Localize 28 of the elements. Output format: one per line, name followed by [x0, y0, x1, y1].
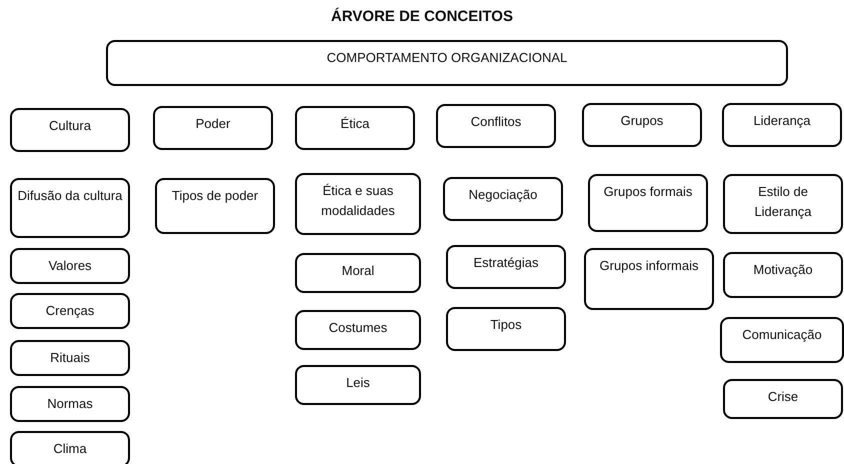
concept-box: Tipos: [446, 307, 566, 351]
concept-box: Estilo de Liderança: [723, 174, 843, 234]
concept-box: Crenças: [10, 293, 130, 329]
concept-box: Cultura: [10, 108, 130, 152]
concept-box: Comunicação: [720, 317, 844, 363]
concept-box: Estratégias: [446, 245, 566, 289]
concept-box: COMPORTAMENTO ORGANIZACIONAL: [106, 40, 788, 86]
concept-box: Clima: [10, 431, 130, 464]
concept-box: Poder: [153, 106, 273, 150]
concept-box: Negociação: [443, 177, 563, 221]
concept-box: Rituais: [10, 340, 130, 376]
concept-box: Grupos informais: [584, 248, 714, 310]
concept-box: Leis: [295, 365, 421, 405]
diagram-title: ÁRVORE DE CONCEITOS: [330, 8, 514, 25]
concept-box: Normas: [10, 386, 130, 422]
concept-box: Ética: [295, 106, 415, 150]
concept-box: Moral: [295, 253, 421, 293]
concept-box: Grupos: [582, 103, 702, 147]
concept-box: Costumes: [295, 310, 421, 350]
concept-box: Difusão da cultura: [10, 178, 130, 238]
concept-box: Ética e suas modalidades: [295, 173, 421, 235]
concept-box: Tipos de poder: [155, 178, 275, 234]
concept-box: Valores: [10, 248, 130, 284]
concept-box: Grupos formais: [588, 174, 708, 232]
concept-box: Crise: [723, 379, 843, 419]
concept-box: Conflitos: [436, 104, 556, 148]
concept-box: Liderança: [722, 103, 842, 147]
concept-box: Motivação: [723, 252, 843, 298]
